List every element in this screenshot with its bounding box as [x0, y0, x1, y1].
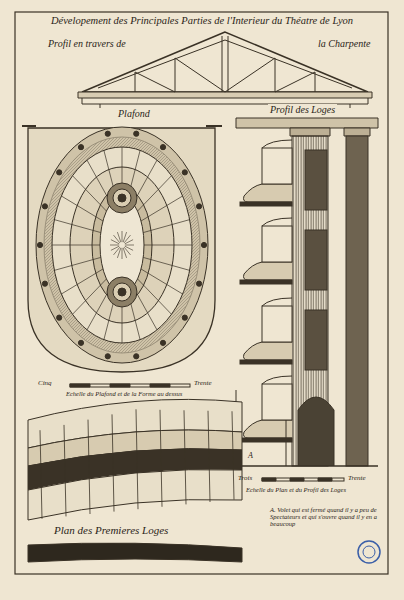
view-title: Profil des Loges [268, 104, 337, 115]
scale-number: Trente [194, 380, 212, 388]
scale-number: Trente [348, 475, 366, 483]
callout-letter: A [246, 452, 255, 461]
view-title: Profil en travers de [48, 38, 126, 49]
scale-bar [70, 384, 190, 387]
view-title: Plan des Premieres Loges [54, 524, 168, 536]
boxes-section [236, 118, 378, 466]
scale-bar [262, 478, 344, 481]
scale-caption: Echelle du Plan et du Profil des Loges [246, 486, 346, 493]
view-title: Plafond [118, 108, 150, 119]
ceiling-plan [22, 126, 222, 372]
library-stamp [358, 541, 380, 563]
frame [15, 12, 388, 574]
scale-number: Cinq [38, 380, 52, 388]
scale-number: Trois [238, 475, 252, 483]
view-title: la Charpente [318, 38, 371, 49]
note: A. Volet qui est fermé quand il y a peu … [270, 506, 378, 527]
title: Dévelopement des Principales Parties de … [51, 15, 353, 27]
scale-caption: Echelle du Plafond et de la Forme au des… [66, 390, 182, 397]
first-boxes-plan [28, 399, 242, 562]
